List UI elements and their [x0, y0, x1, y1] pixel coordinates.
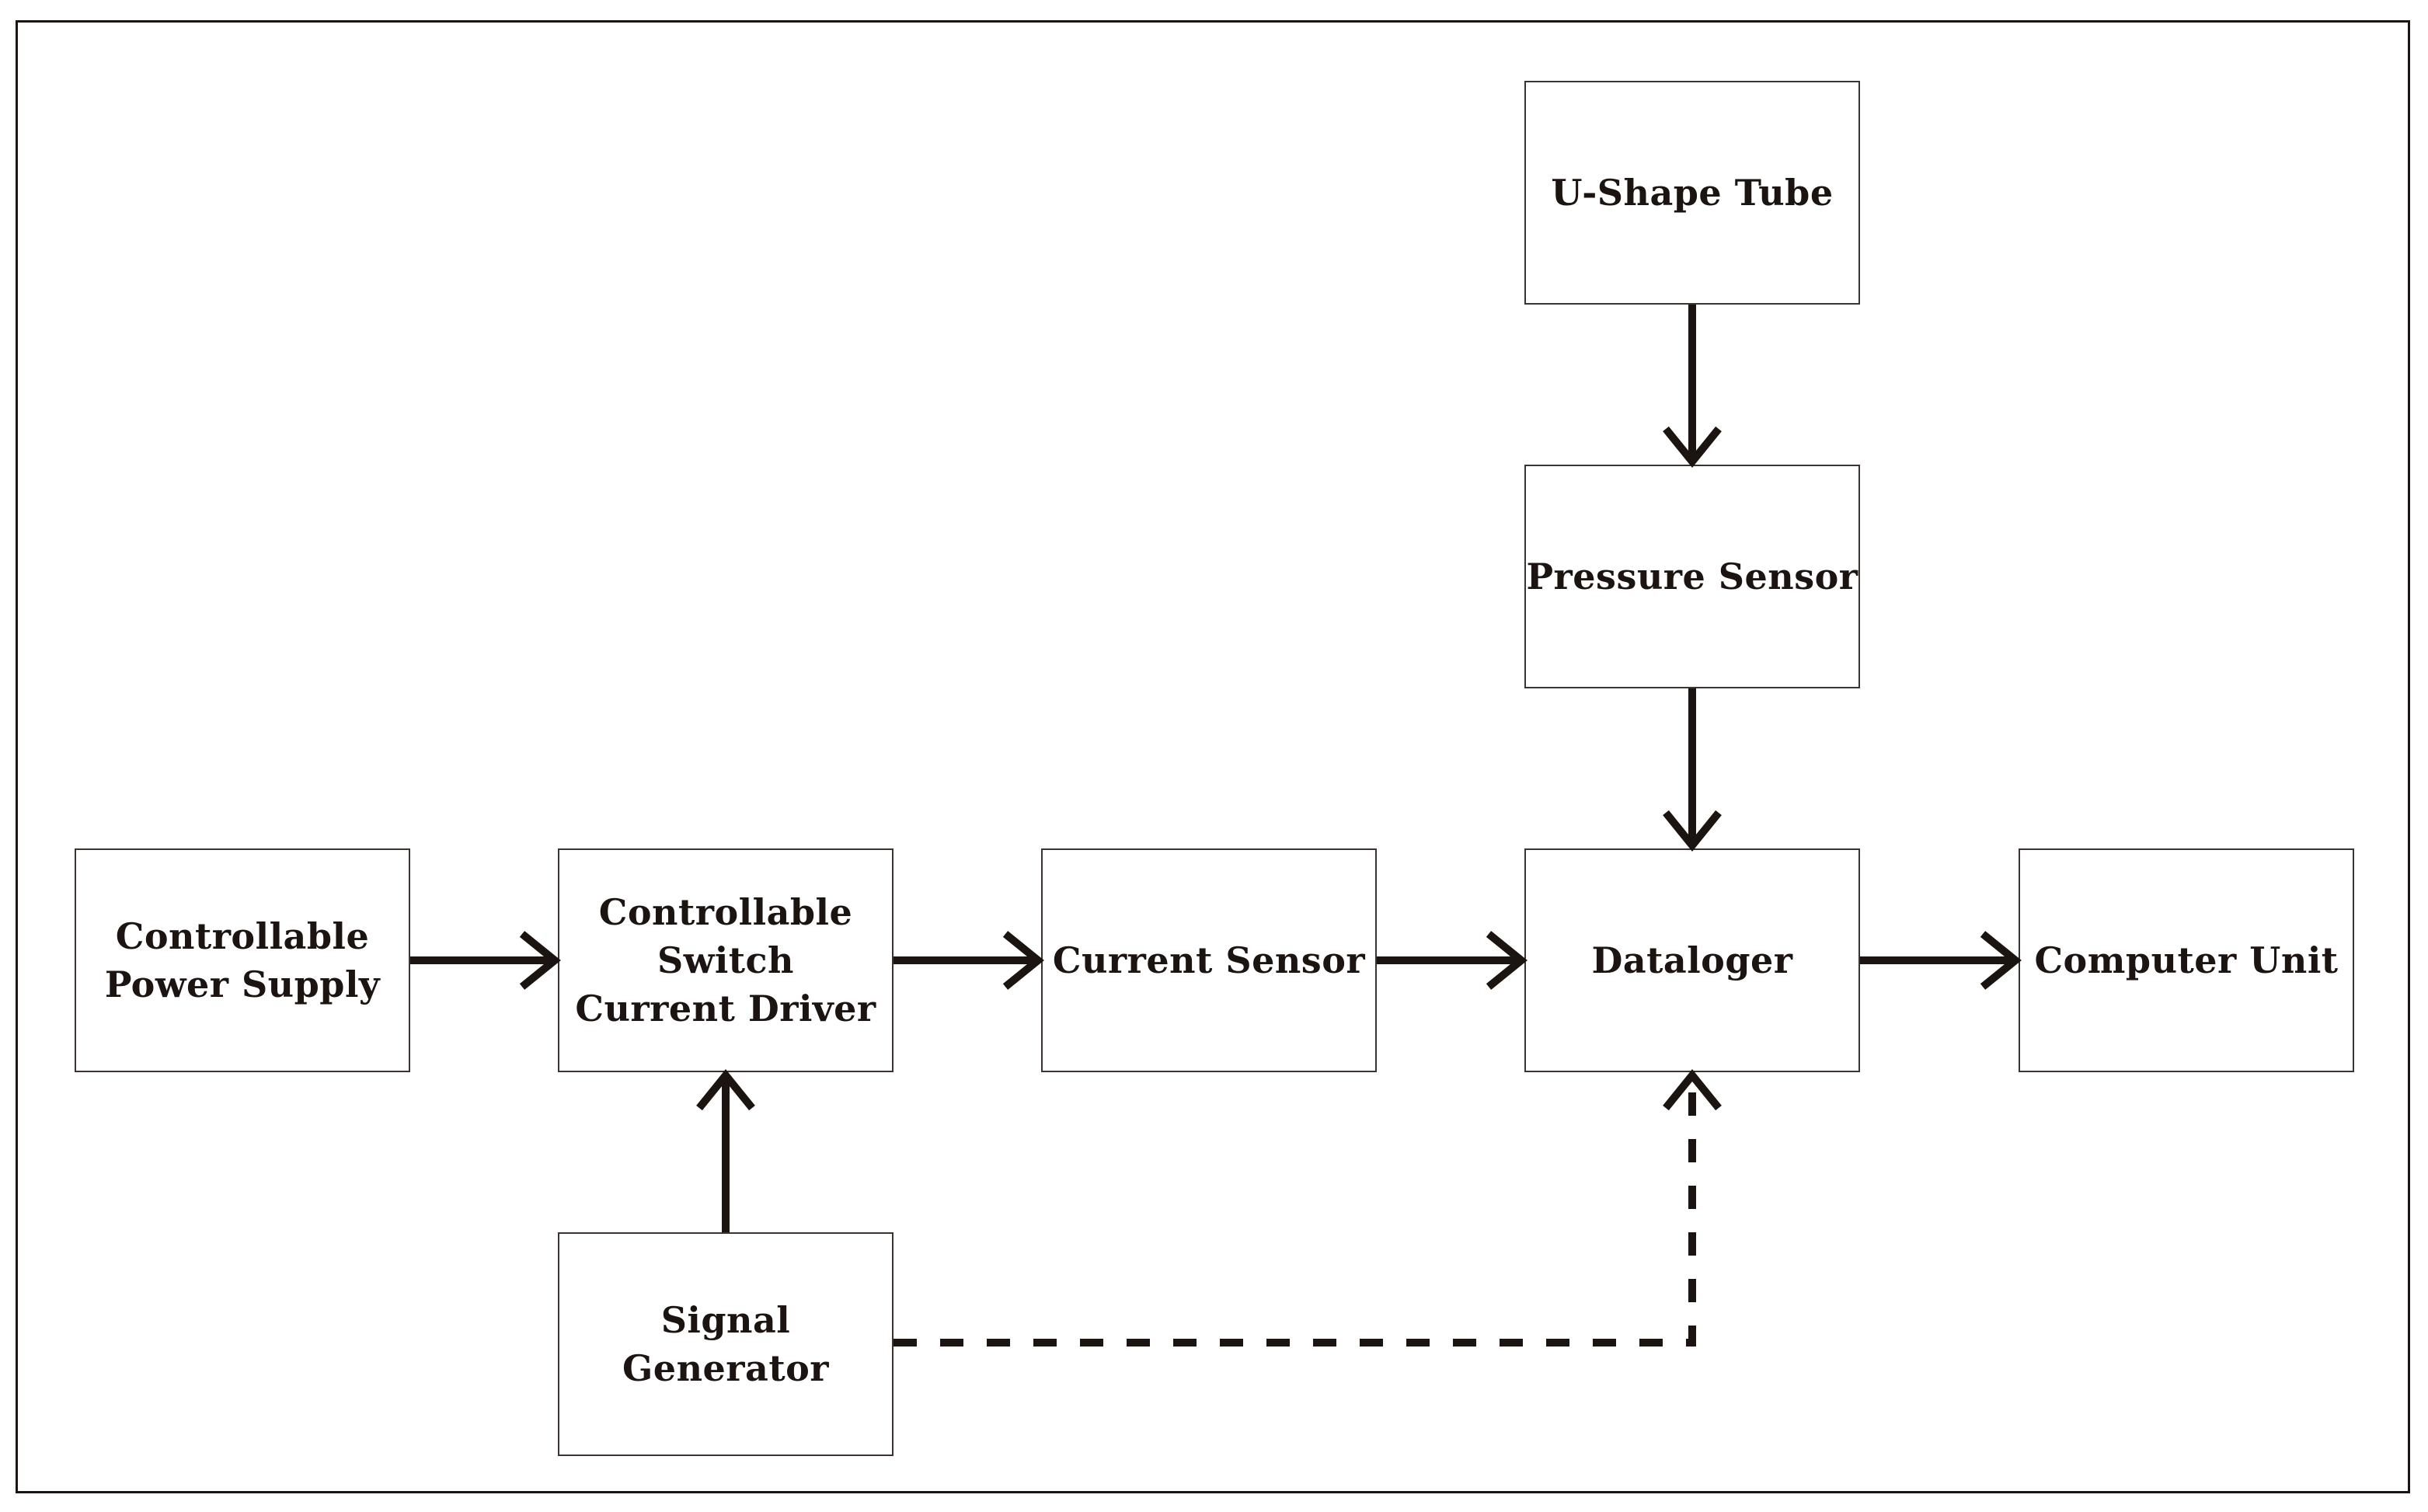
signal-generator-block: Signal Generator — [558, 1232, 894, 1456]
controllable-power-supply-label: Controllable Power Supply — [104, 915, 381, 1005]
datalogger-block: Dataloger — [1524, 848, 1860, 1072]
signal-generator-label: Signal Generator — [622, 1299, 829, 1389]
u-shape-tube-label: U-Shape Tube — [1551, 172, 1834, 214]
u-shape-tube-block: U-Shape Tube — [1524, 81, 1860, 305]
switch-current-driver-label: Controllable Switch Current Driver — [575, 891, 876, 1029]
switch-current-driver-block: Controllable Switch Current Driver — [558, 848, 894, 1072]
pressure-sensor-label: Pressure Sensor — [1526, 556, 1858, 597]
diagram-frame — [16, 20, 2410, 1493]
current-sensor-block: Current Sensor — [1041, 848, 1377, 1072]
current-sensor-label: Current Sensor — [1052, 939, 1366, 981]
computer-unit-label: Computer Unit — [2034, 939, 2339, 981]
datalogger-label: Dataloger — [1591, 939, 1793, 981]
pressure-sensor-block: Pressure Sensor — [1524, 465, 1860, 688]
controllable-power-supply-block: Controllable Power Supply — [75, 848, 410, 1072]
computer-unit-block: Computer Unit — [2019, 848, 2354, 1072]
